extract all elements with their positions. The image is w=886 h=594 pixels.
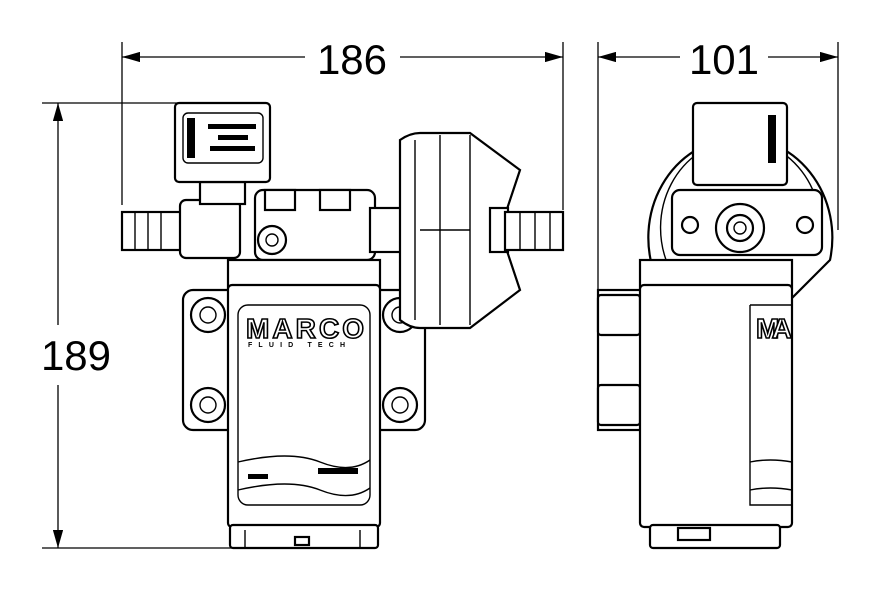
dimension-width-side: 101 <box>597 36 839 290</box>
outlet-hose-barb <box>503 210 565 252</box>
solenoid-valve <box>173 101 272 184</box>
dimension-label-101: 101 <box>689 36 759 83</box>
pump-side-view: MA <box>596 101 834 550</box>
motor-collar <box>226 258 382 290</box>
solenoid-nut <box>198 180 247 206</box>
pump-front-view: MARCO FLUID TECH <box>120 101 565 550</box>
side-brand-logo: MA <box>756 313 792 344</box>
dimension-height: 189 <box>41 102 240 549</box>
side-motor-collar <box>638 258 794 290</box>
brand-logo: MARCO <box>246 313 364 344</box>
side-end-cap <box>648 523 782 550</box>
solenoid-label-lines <box>208 124 256 151</box>
dimension-label-189: 189 <box>41 332 111 379</box>
side-solenoid-valve <box>691 101 789 187</box>
inlet-port <box>178 198 242 260</box>
dimension-label-186: 186 <box>317 36 387 83</box>
inlet-hose-barb <box>120 210 184 252</box>
dimension-width-front: 186 <box>121 36 564 210</box>
